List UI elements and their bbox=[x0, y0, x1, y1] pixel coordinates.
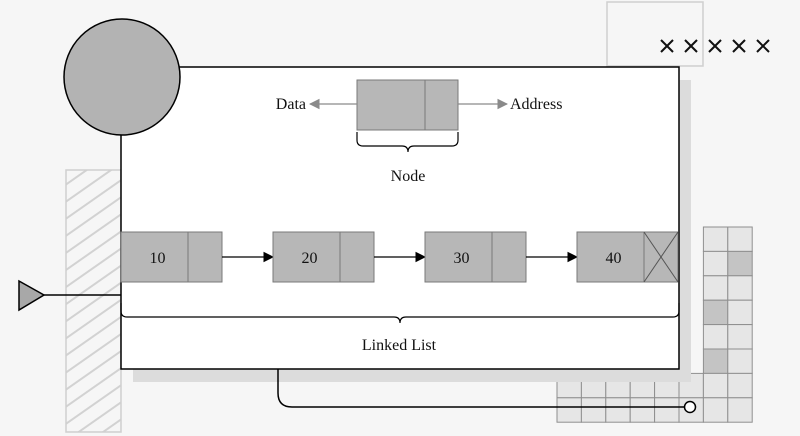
list-brace bbox=[120, 303, 680, 324]
list-node-data-cell bbox=[424, 231, 493, 283]
list-node-data-cell bbox=[120, 231, 189, 283]
legend-data-cell bbox=[356, 79, 426, 131]
decor-grid-cell bbox=[727, 397, 753, 423]
decor-grid-cell bbox=[727, 372, 753, 399]
null-pointer-cross bbox=[643, 231, 679, 283]
decor-grid-cell bbox=[727, 299, 753, 326]
decor-triangle bbox=[18, 279, 46, 312]
decor-grid-cell bbox=[727, 250, 753, 277]
decor-grid-cell bbox=[702, 226, 729, 252]
decor-grid-cell bbox=[702, 299, 729, 326]
linked-list: 10 20 30 40 bbox=[120, 231, 679, 283]
list-node-address-cell bbox=[339, 231, 375, 283]
decor-circle bbox=[63, 18, 181, 136]
list-node: 40 bbox=[576, 231, 679, 283]
list-node-value: 10 bbox=[150, 250, 166, 267]
legend-data-label: Data bbox=[276, 96, 306, 113]
legend-node-label: Node bbox=[391, 168, 426, 185]
list-node-address-cell bbox=[491, 231, 527, 283]
decor-grid-cell bbox=[654, 397, 680, 423]
decor-grid-cell bbox=[580, 397, 607, 423]
decor-grid-cell bbox=[702, 348, 729, 374]
decor-grid-cell bbox=[727, 275, 753, 301]
list-node-address-cell bbox=[187, 231, 223, 283]
legend-address-cell bbox=[424, 79, 459, 131]
decor-grid-cell bbox=[702, 250, 729, 277]
decor-grid-cell bbox=[629, 397, 656, 423]
decor-grid-cell bbox=[727, 324, 753, 350]
decor-grid bbox=[556, 226, 753, 423]
legend-brace bbox=[356, 132, 459, 153]
decor-grid-cell bbox=[702, 324, 729, 350]
decor-grid-cell bbox=[702, 397, 729, 423]
list-node-value: 20 bbox=[302, 250, 318, 267]
list-node-value: 40 bbox=[606, 250, 622, 267]
decor-hatched-bar bbox=[65, 169, 122, 433]
decor-rectangle-top bbox=[606, 1, 704, 67]
list-node-data-cell bbox=[576, 231, 645, 283]
legend-address-label: Address bbox=[510, 96, 562, 113]
connector-line-bottom bbox=[277, 369, 684, 408]
list-node-value: 30 bbox=[454, 250, 470, 267]
node-legend: Data Address Node bbox=[276, 79, 562, 185]
decor-grid-cell bbox=[556, 397, 582, 423]
decor-grid-cell bbox=[702, 275, 729, 301]
decor-grid-cell bbox=[702, 372, 729, 399]
decor-grid-cell bbox=[605, 397, 631, 423]
list-node: 10 bbox=[120, 231, 223, 283]
connector-end-circle bbox=[683, 400, 697, 414]
list-node: 20 bbox=[272, 231, 375, 283]
list-label: Linked List bbox=[362, 337, 437, 354]
decor-grid-cell bbox=[727, 348, 753, 374]
list-node: 30 bbox=[424, 231, 527, 283]
decor-x-row bbox=[660, 39, 770, 53]
decor-grid-cell bbox=[727, 226, 753, 252]
